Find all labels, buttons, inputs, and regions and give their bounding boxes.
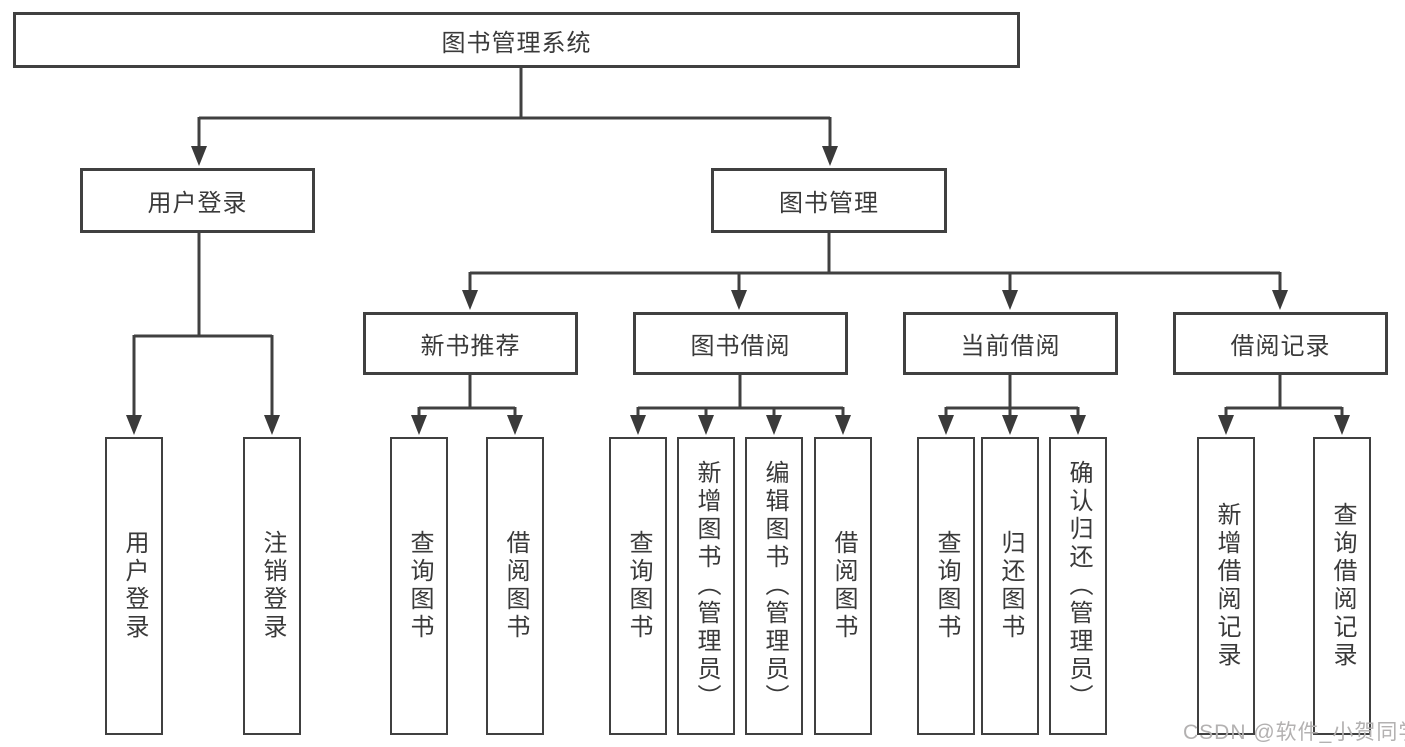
leaf-confirm-return-admin-label: 确认归还（管理员） [1065,460,1092,712]
leaf-recommend-borrow-books-label: 借阅图书 [502,530,529,642]
leaf-logout-label: 注销登录 [259,530,286,642]
leaf-edit-book-admin-label: 编辑图书（管理员） [761,460,788,712]
leaf-add-borrow-record: 新增借阅记录 [1197,437,1255,735]
leaf-logout: 注销登录 [243,437,301,735]
leaf-recommend-query-books-label: 查询图书 [406,530,433,642]
node-book-borrow-label: 图书借阅 [690,333,791,360]
node-new-book-recommend: 新书推荐 [363,312,578,375]
leaf-query-borrow-record: 查询借阅记录 [1313,437,1371,735]
leaf-add-book-admin-label: 新增图书（管理员） [693,460,720,712]
leaf-edit-book-admin: 编辑图书（管理员） [745,437,803,735]
node-book-management: 图书管理 [711,168,947,233]
node-user-login-label: 用户登录 [147,190,248,217]
node-root-label: 图书管理系统 [441,29,592,57]
leaf-return-book: 归还图书 [981,437,1039,735]
node-user-login: 用户登录 [80,168,315,233]
leaf-current-query-books-label: 查询图书 [933,530,960,642]
leaf-borrow-query-books: 查询图书 [609,437,667,735]
node-current-borrow-label: 当前借阅 [960,333,1061,360]
leaf-add-book-admin: 新增图书（管理员） [677,437,735,735]
leaf-user-login: 用户登录 [105,437,163,735]
node-book-borrow: 图书借阅 [633,312,848,375]
leaf-borrow-book: 借阅图书 [814,437,872,735]
leaf-recommend-query-books: 查询图书 [390,437,448,735]
node-current-borrow: 当前借阅 [903,312,1118,375]
node-root: 图书管理系统 [13,12,1020,68]
csdn-watermark: CSDN @软件_小贺同学 [1183,721,1405,744]
leaf-confirm-return-admin: 确认归还（管理员） [1049,437,1107,735]
leaf-borrow-query-books-label: 查询图书 [625,530,652,642]
node-new-book-recommend-label: 新书推荐 [420,333,521,360]
leaf-current-query-books: 查询图书 [917,437,975,735]
leaf-add-borrow-record-label: 新增借阅记录 [1213,502,1240,670]
leaf-recommend-borrow-books: 借阅图书 [486,437,544,735]
leaf-query-borrow-record-label: 查询借阅记录 [1329,502,1356,670]
node-borrow-records-label: 借阅记录 [1230,333,1331,360]
leaf-user-login-label: 用户登录 [121,530,148,642]
leaf-borrow-book-label: 借阅图书 [830,530,857,642]
leaf-return-book-label: 归还图书 [997,530,1024,642]
node-book-management-label: 图书管理 [779,190,879,217]
node-borrow-records: 借阅记录 [1173,312,1388,375]
